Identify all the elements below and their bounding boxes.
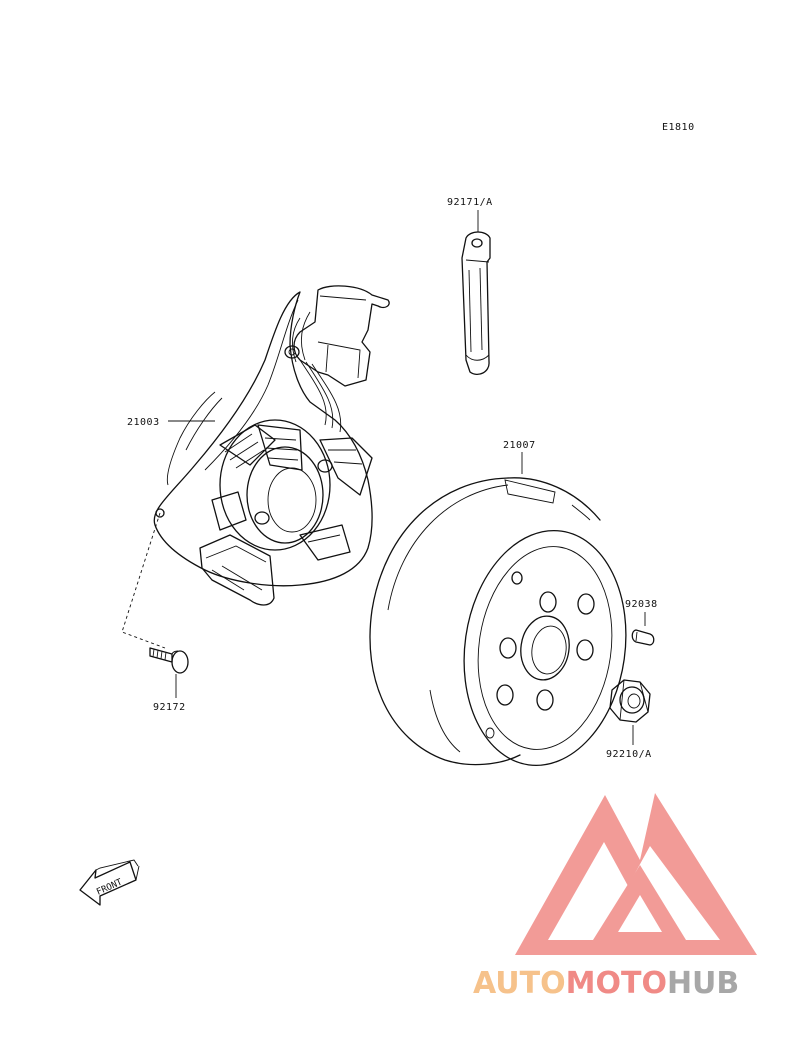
part-92038-key — [631, 629, 655, 646]
label-92038: 92038 — [625, 599, 658, 610]
watermark-auto: AUTO — [473, 966, 566, 1001]
label-21003: 21003 — [127, 417, 160, 428]
part-21003-stator — [153, 285, 390, 606]
front-arrow: FRONT — [79, 859, 140, 906]
part-21007-flywheel — [369, 477, 627, 767]
label-92172: 92172 — [153, 702, 186, 713]
part-92210A-nut — [609, 679, 651, 723]
label-21007: 21007 — [503, 440, 536, 451]
label-92171A: 92171/A — [447, 197, 493, 208]
part-92171A-bracket — [461, 231, 491, 376]
watermark-moto: MOTO — [566, 966, 667, 1001]
watermark-logo — [515, 793, 757, 955]
label-92210A: 92210/A — [606, 749, 652, 760]
part-92172-bolt — [149, 647, 189, 674]
diagram-code: E1810 — [662, 122, 695, 133]
watermark-text: AUTOMOTOHUB — [473, 966, 739, 1001]
front-arrow-label: FRONT — [95, 877, 124, 897]
watermark-hub: HUB — [667, 966, 739, 1001]
